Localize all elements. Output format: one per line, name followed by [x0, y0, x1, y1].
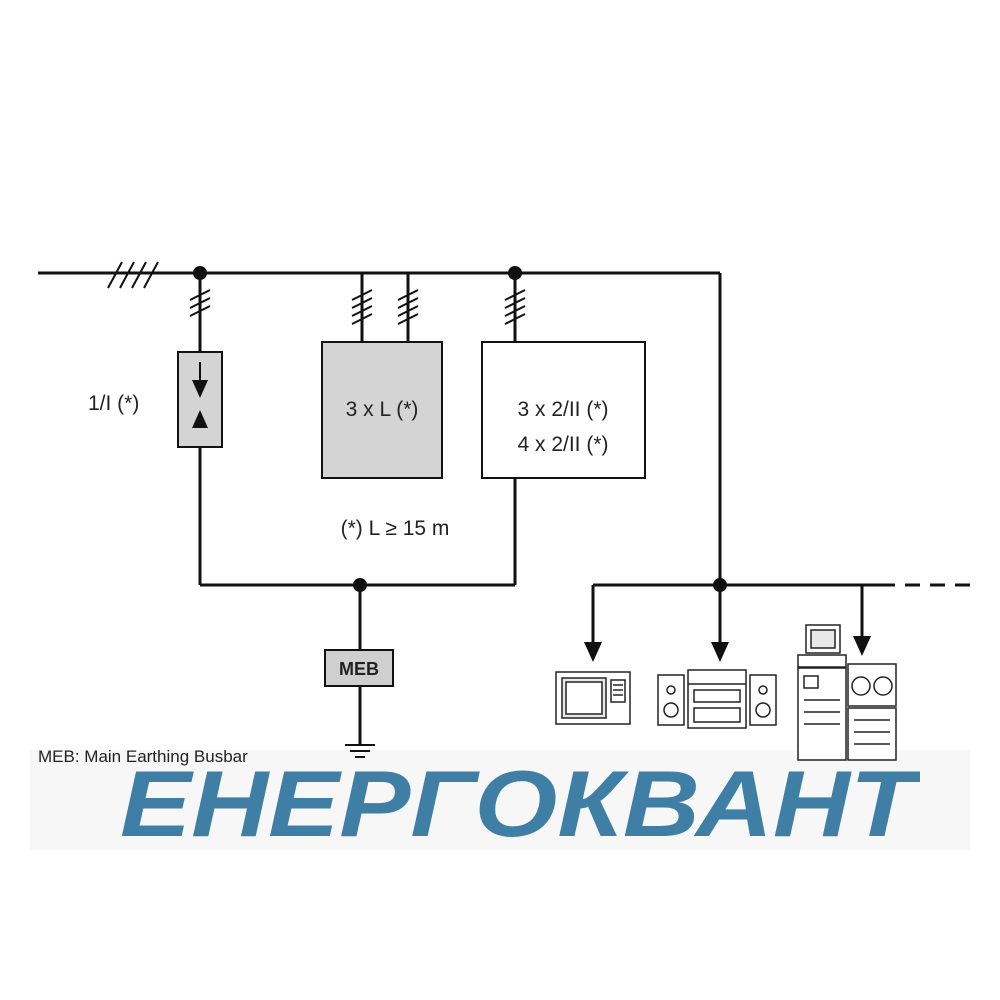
distribution-node [713, 578, 727, 592]
spd-box-grey [321, 341, 443, 479]
arrow-down-icon [853, 636, 871, 656]
supply-ticks [107, 261, 159, 289]
ground-icon [345, 744, 375, 758]
spd-box-white [481, 341, 646, 479]
meb-label: MEB [339, 659, 379, 679]
computer-workstation-icon [797, 624, 897, 761]
hifi-system-icon [657, 669, 777, 729]
earth-node [353, 578, 367, 592]
legend-text: MEB: Main Earthing Busbar [38, 747, 248, 766]
arrow-down-icon [192, 380, 208, 398]
length-note: (*) L ≥ 15 m [341, 517, 450, 540]
brand-logo: ЕНЕРГОКВАНТ [120, 758, 920, 848]
arrow-down-icon [711, 642, 729, 662]
surge-protector-label: 1/I (*) [88, 392, 139, 415]
spd-box-white-line2: 4 x 2/II (*) [517, 433, 608, 456]
brand-logo-text: ЕНЕРГОКВАНТ [120, 758, 920, 848]
arrow-down-icon [584, 642, 602, 662]
meb-box [324, 649, 394, 687]
watermark-band [30, 750, 970, 850]
spd-box-white-line1: 3 x 2/II (*) [517, 398, 608, 421]
spd-box-grey-label: 3 x L (*) [346, 398, 419, 421]
arrow-up-icon [192, 410, 208, 428]
microwave-icon [555, 671, 631, 725]
